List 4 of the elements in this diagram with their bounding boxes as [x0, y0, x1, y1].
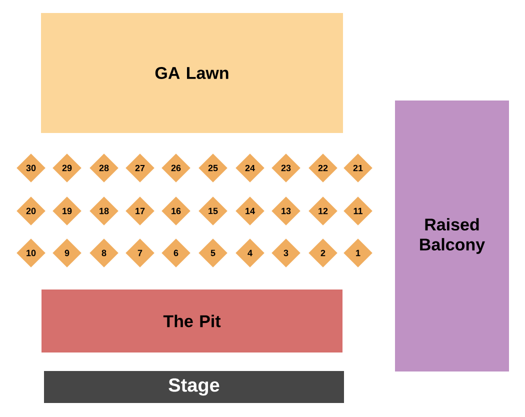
- seating-section: The Pit: [42, 290, 342, 352]
- seating-section: Raised Balcony: [395, 100, 509, 372]
- seating-section: GA Lawn: [41, 13, 343, 133]
- stage-block: Stage: [44, 371, 344, 403]
